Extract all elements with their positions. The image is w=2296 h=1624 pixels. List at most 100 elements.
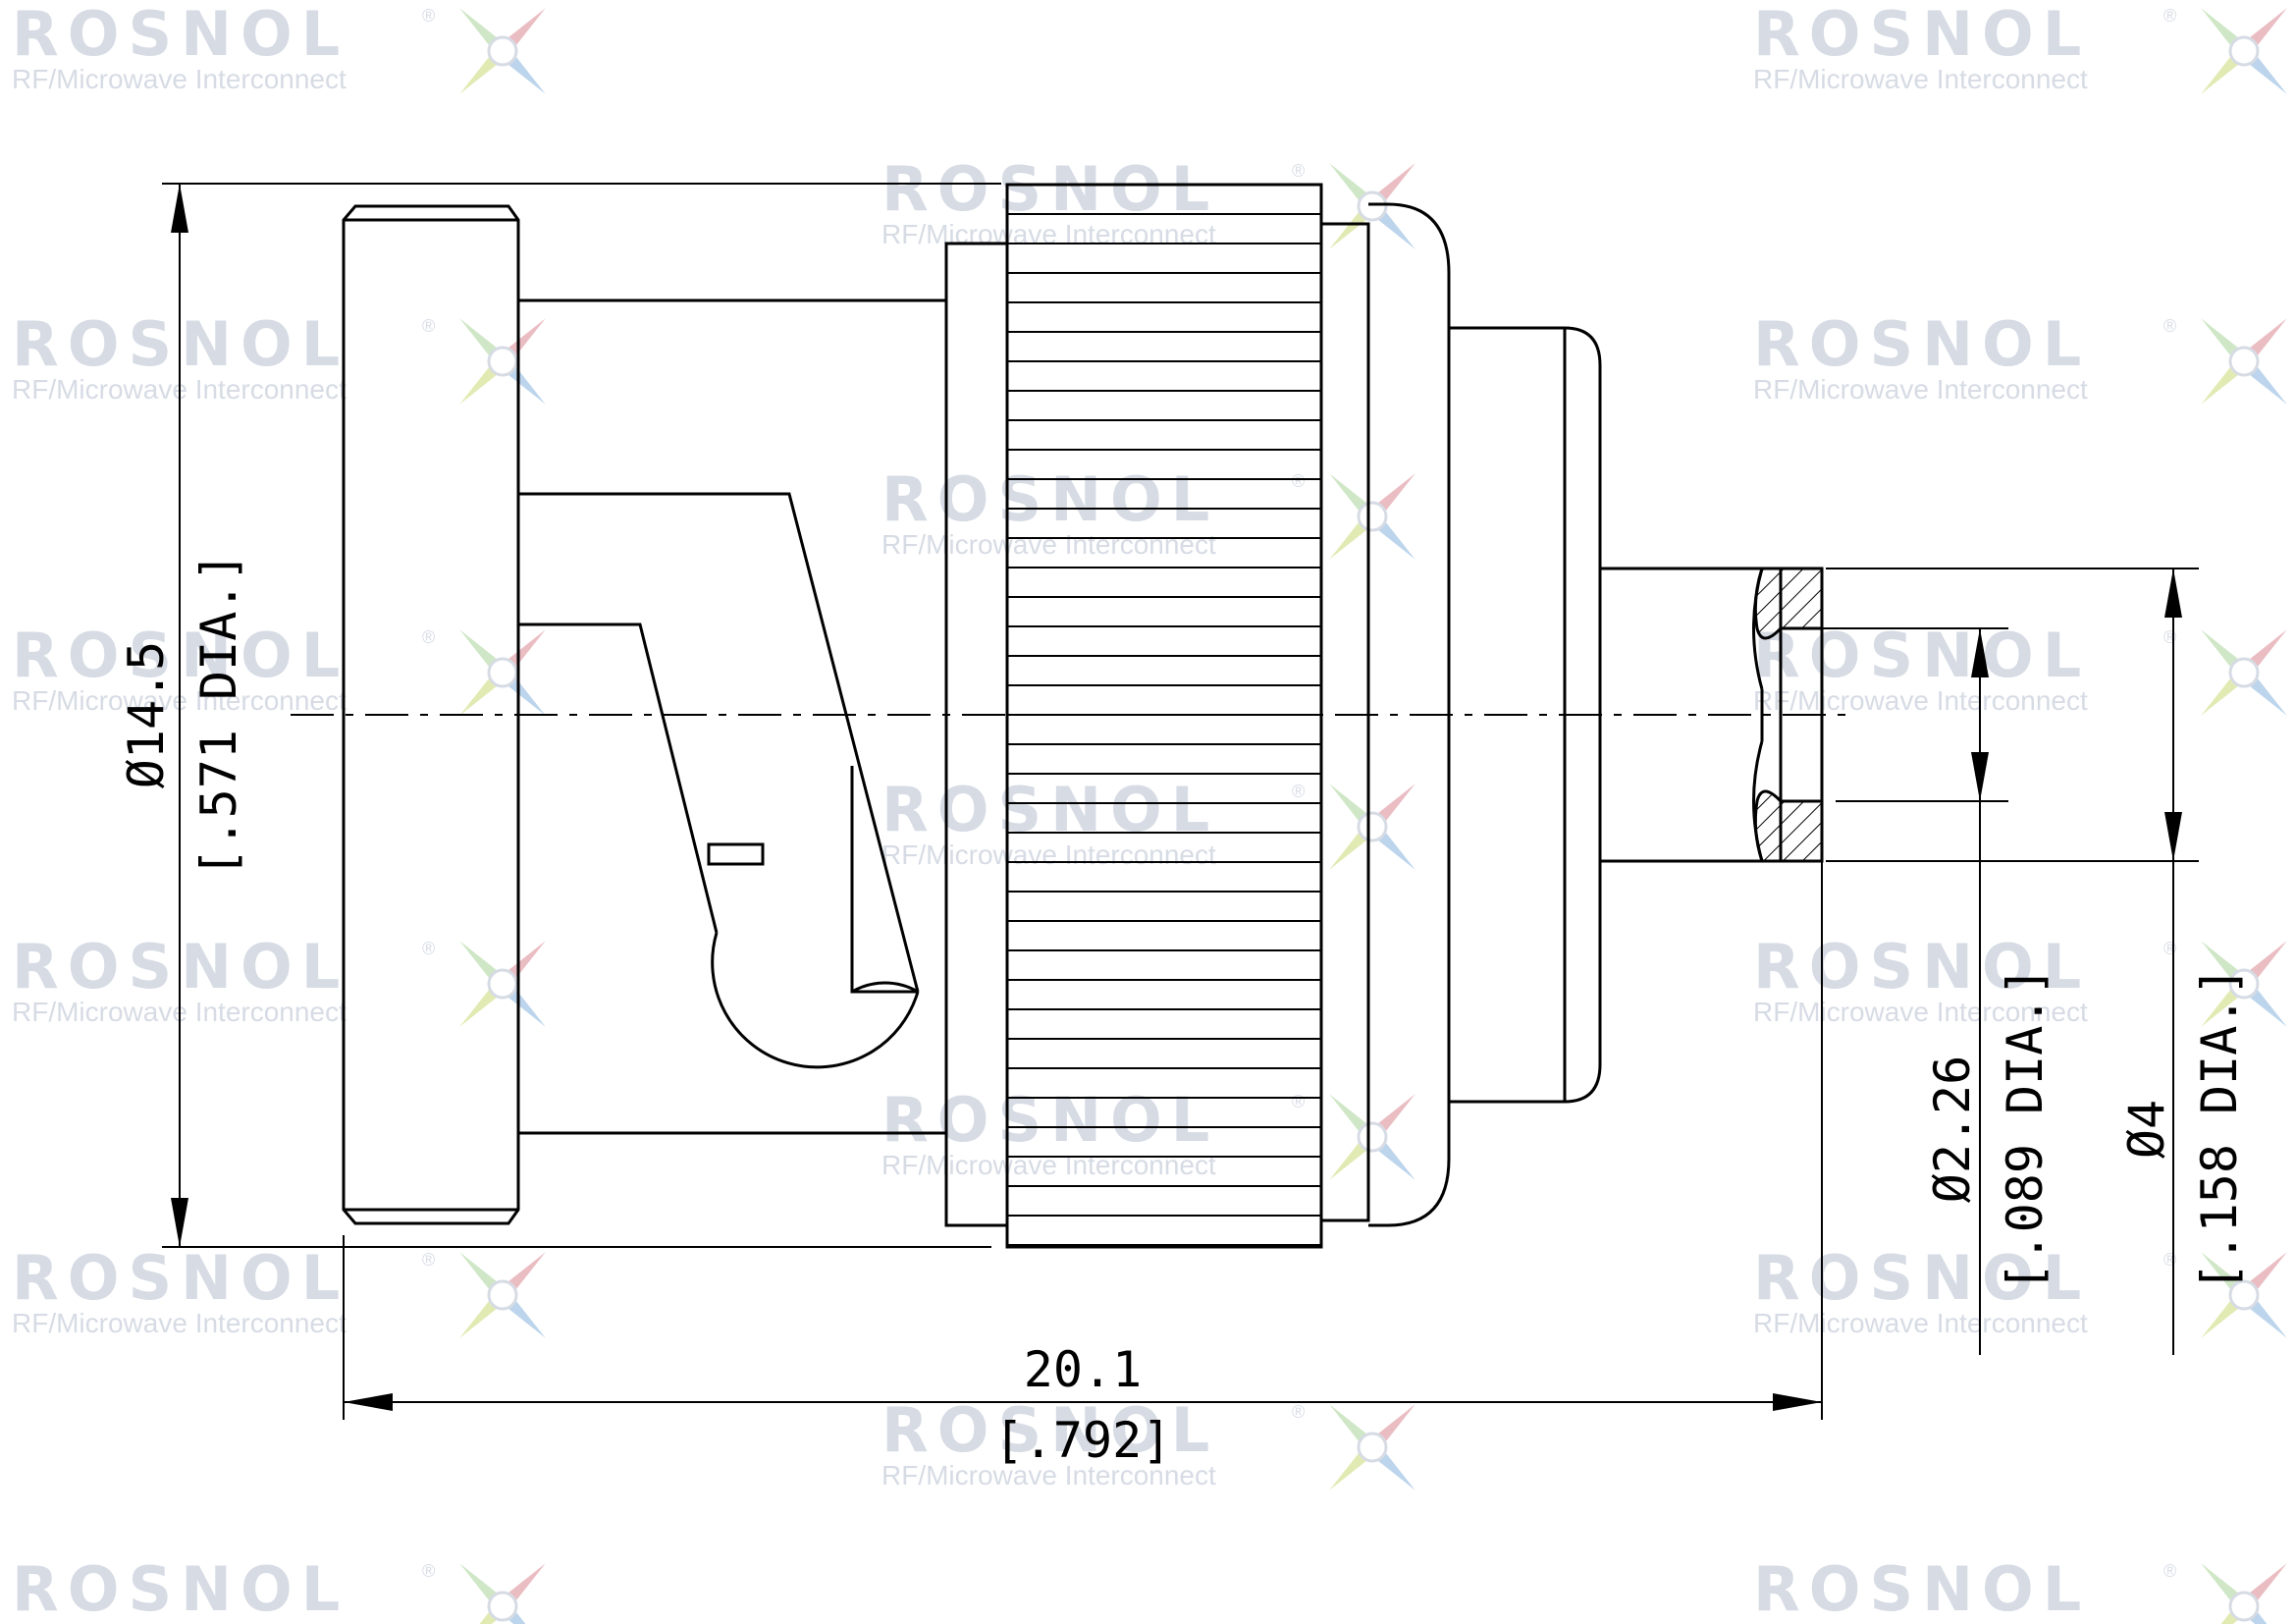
watermark-registered: ® — [422, 939, 435, 958]
overall-dia-imperial: [.571 DIA.] — [190, 552, 247, 877]
watermark-brand: ROSNOL — [881, 153, 1218, 225]
watermark-brand: ROSNOL — [1753, 1553, 2090, 1624]
watermark-brand: ROSNOL — [1753, 620, 2090, 691]
watermark-brand: ROSNOL — [12, 1553, 348, 1624]
watermark-tagline: RF/Microwave Interconnect — [12, 64, 347, 94]
watermark-registered: ® — [1292, 1092, 1305, 1111]
arrow-down — [1971, 752, 1989, 801]
watermark-tagline: RF/Microwave Interconnect — [881, 1150, 1216, 1180]
watermark-tagline: RF/Microwave Interconnect — [1753, 997, 2088, 1027]
inner-dia-metric: Ø2.26 — [1924, 1056, 1981, 1204]
watermark-tagline: RF/Microwave Interconnect — [1753, 685, 2088, 716]
watermark-tagline: RF/Microwave Interconnect — [1753, 1619, 2088, 1624]
bayonet-flange — [342, 204, 520, 1225]
watermark-registered: ® — [422, 6, 435, 26]
watermark: ROSNOL ® RF/Microwave Interconnect — [881, 153, 1415, 249]
watermark-registered: ® — [1292, 161, 1305, 181]
logo-star-icon — [2201, 8, 2287, 94]
watermark-brand: ROSNOL — [881, 1394, 1218, 1466]
watermark-registered: ® — [2163, 1561, 2176, 1581]
logo-star-icon — [459, 1563, 546, 1624]
watermark: ROSNOL®RF/Microwave Interconnect — [12, 931, 546, 1027]
watermark-brand: ROSNOL — [12, 308, 348, 380]
watermark: ROSNOL ® RF/Microwave Interconnect — [881, 774, 1415, 870]
logo-star-icon — [1329, 784, 1415, 870]
arrow-right — [1773, 1393, 1822, 1411]
dimension-labels: Ø14.5 [.571 DIA.] 20.1 [.792] Ø2.26 [.08… — [118, 552, 2248, 1469]
watermark-registered: ® — [2163, 6, 2176, 26]
outer-dia-metric: Ø4 — [2118, 1100, 2175, 1159]
logo-star-icon — [2201, 941, 2287, 1027]
outer-dia-imperial: [.158 DIA.] — [2191, 966, 2248, 1291]
contact-pin — [1600, 567, 1824, 863]
logo-star-icon — [459, 1252, 546, 1338]
logo-star-icon — [459, 318, 546, 405]
logo-star-icon — [459, 629, 546, 716]
watermark-tagline: RF/Microwave Interconnect — [881, 1460, 1216, 1490]
watermark-tagline: RF/Microwave Interconnect — [1753, 1308, 2088, 1338]
arrow-up — [171, 184, 188, 233]
watermark-registered: ® — [2163, 627, 2176, 647]
dimension-lines — [179, 184, 2174, 1403]
watermark-registered: ® — [2163, 316, 2176, 336]
watermark-brand: ROSNOL — [12, 931, 348, 1002]
extension-lines — [162, 183, 2199, 1420]
overall-dia-metric: Ø14.5 — [118, 641, 175, 789]
watermark-brand: ROSNOL — [12, 1242, 348, 1314]
watermark-brand: ROSNOL — [12, 0, 348, 70]
watermark-registered: ® — [1292, 782, 1305, 801]
watermark: ROSNOL ® RF/Microwave Interconnect — [12, 1553, 546, 1624]
arrow-down — [2164, 812, 2182, 861]
arrow-left — [344, 1393, 393, 1411]
watermark-brand: ROSNOL — [12, 620, 348, 691]
logo-star-icon — [2201, 1563, 2287, 1624]
watermark: ROSNOL®RF/Microwave Interconnect — [12, 308, 546, 405]
watermark-tagline: RF/Microwave Interconnect — [881, 219, 1216, 249]
logo-star-icon — [1329, 1404, 1415, 1490]
watermark: ROSNOL ® RF/Microwave Interconnect — [12, 0, 546, 94]
watermark-brand: ROSNOL — [1753, 931, 2090, 1002]
watermark-tagline: RF/Microwave Interconnect — [881, 529, 1216, 560]
watermark: ROSNOL ® RF/Microwave Interconnect — [1753, 1553, 2287, 1624]
watermark-tagline: RF/Microwave Interconnect — [1753, 374, 2088, 405]
watermark-registered: ® — [422, 316, 435, 336]
watermark-brand: ROSNOL — [881, 774, 1218, 845]
arrow-up — [2164, 568, 2182, 618]
watermark: ROSNOL ® RF/Microwave Interconnect — [12, 1242, 546, 1338]
watermark-brand: ROSNOL — [881, 1084, 1218, 1156]
logo-star-icon — [2201, 318, 2287, 405]
length-metric: 20.1 — [1024, 1341, 1142, 1398]
watermark-registered: ® — [1292, 1402, 1305, 1422]
watermark: ROSNOL®RF/Microwave Interconnect — [1753, 1242, 2287, 1338]
watermark: ROSNOL®RF/Microwave Interconnect — [12, 620, 546, 716]
watermark-registered: ® — [422, 1250, 435, 1270]
watermark-brand: ROSNOL — [1753, 0, 2090, 70]
watermark-tagline: RF/Microwave Interconnect — [12, 1308, 347, 1338]
watermark-tagline: RF/Microwave Interconnect — [1753, 64, 2088, 94]
arrow-up — [1971, 628, 1989, 677]
watermark: ROSNOL ® RF/Microwave Interconnect — [1753, 931, 2287, 1027]
watermark-registered: ® — [422, 1561, 435, 1581]
dimension-arrows — [171, 184, 2182, 1411]
watermark-layer: ROSNOL®RF/Microwave InterconnectROSNOL®R… — [12, 0, 2287, 1624]
watermark-registered: ® — [2163, 939, 2176, 958]
connector-drawing — [162, 183, 2199, 1420]
watermark-tagline: RF/Microwave Interconnect — [881, 839, 1216, 870]
logo-star-icon — [459, 941, 546, 1027]
watermark-brand: ROSNOL — [881, 463, 1218, 535]
watermark-registered: ® — [1292, 471, 1305, 491]
length-imperial: [.792] — [994, 1412, 1172, 1469]
watermark: ROSNOL ® RF/Microwave Interconnect — [1753, 620, 2287, 716]
logo-star-icon — [1329, 163, 1415, 249]
watermark-brand: ROSNOL — [1753, 1242, 2090, 1314]
watermark: ROSNOL ® RF/Microwave Interconnect — [881, 463, 1415, 560]
watermark-tagline: RF/Microwave Interconnect — [12, 1619, 347, 1624]
watermark-registered: ® — [422, 627, 435, 647]
connector-body — [518, 298, 946, 1135]
logo-star-icon — [2201, 629, 2287, 716]
watermark: ROSNOL ® RF/Microwave Interconnect — [881, 1084, 1415, 1180]
logo-star-icon — [1329, 473, 1415, 560]
logo-star-icon — [2201, 1252, 2287, 1338]
watermark: ROSNOL®RF/Microwave Interconnect — [1753, 308, 2287, 405]
